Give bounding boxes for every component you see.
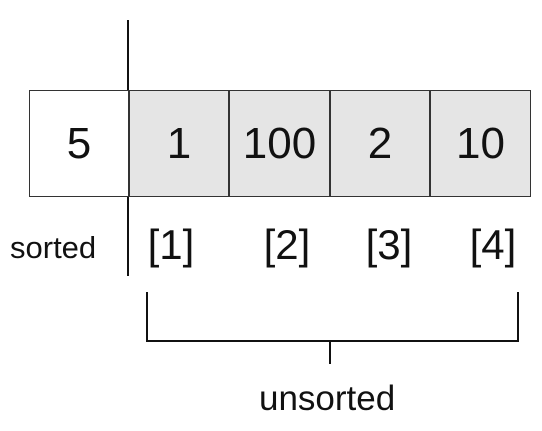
array-cell-unsorted-1: 1 xyxy=(129,90,229,197)
index-label-3: [3] xyxy=(365,221,413,268)
sorted-label: sorted xyxy=(10,230,97,265)
array-cell-sorted-1: 5 xyxy=(29,90,129,197)
index-label-2: [2] xyxy=(263,221,311,268)
unsorted-label: unsorted xyxy=(259,379,396,418)
bracket-line xyxy=(146,292,519,342)
array-cell-unsorted-3: 2 xyxy=(330,90,430,197)
index-label-4: [4] xyxy=(469,221,517,268)
index-label-1: [1] xyxy=(147,221,195,268)
array-cell-unsorted-2: 100 xyxy=(229,90,330,197)
array-cell-unsorted-4: 10 xyxy=(430,90,531,197)
